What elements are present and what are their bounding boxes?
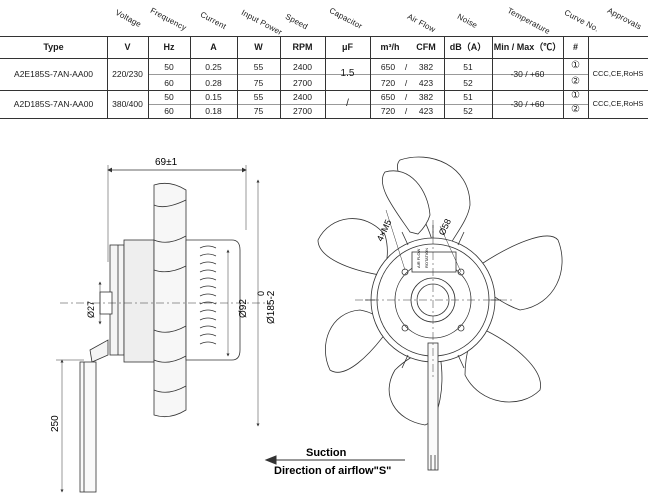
cell-m3h: 720 — [380, 78, 396, 88]
cell-current: 0.18 — [205, 106, 222, 116]
cell-noise: 51 — [463, 62, 473, 72]
col-uf: μF — [341, 42, 353, 52]
row-type: A2D185S-7AN-AA00 — [13, 99, 94, 109]
cell-power: 75 — [253, 78, 264, 88]
label-plate-line2: ROTATION — [424, 248, 429, 268]
cell-cfm: 423 — [418, 78, 434, 88]
col-voltage-unit: V — [124, 42, 131, 52]
cell-curve: ① — [571, 90, 580, 101]
col-db: dB（A） — [449, 42, 487, 52]
col-curve: # — [572, 42, 578, 52]
cell-sep: / — [404, 62, 408, 72]
dim-outer: Ø185-2 — [266, 290, 277, 324]
cell-rpm: 2400 — [293, 62, 312, 72]
dim-outer-zero: 0 — [256, 291, 266, 296]
cell-power: 55 — [253, 62, 264, 72]
cell-m3h: 650 — [380, 92, 396, 102]
cell-rpm: 2700 — [293, 78, 312, 88]
dim-shaft: Ø27 — [86, 301, 96, 318]
col-w: W — [254, 42, 263, 52]
col-type: Type — [43, 42, 64, 52]
row-voltage: 380/400 — [112, 99, 143, 109]
cell-rpm: 2700 — [293, 106, 312, 116]
col-m3h: m³/h — [380, 42, 400, 52]
cell-capacitor: / — [346, 98, 349, 109]
cell-current: 0.25 — [205, 62, 222, 72]
dim-hub: Ø92 — [238, 299, 249, 318]
cell-cfm: 423 — [418, 106, 434, 116]
cell-hz: 60 — [164, 78, 174, 88]
cell-noise: 52 — [463, 78, 473, 88]
cell-noise: 52 — [463, 106, 473, 116]
mount-hole-icon — [457, 268, 465, 276]
cell-noise: 51 — [463, 92, 473, 102]
cell-approvals: CCC,CE,RoHS — [592, 99, 644, 108]
front-view — [317, 156, 563, 471]
cell-rpm: 2400 — [293, 92, 312, 102]
cell-power: 75 — [253, 106, 264, 116]
cell-power: 55 — [253, 92, 264, 102]
cell-approvals: CCC,CE,RoHS — [592, 69, 644, 78]
cell-sep: / — [404, 106, 408, 116]
cell-cfm: 382 — [418, 92, 434, 102]
cell-m3h: 720 — [380, 106, 396, 116]
suction-label: Suction — [306, 447, 347, 459]
side-view — [56, 165, 270, 493]
cell-curve: ② — [571, 104, 580, 115]
cell-m3h: 650 — [380, 62, 396, 72]
col-temperature: Min / Max（℃） — [493, 42, 562, 52]
cell-curve: ② — [571, 76, 580, 87]
col-hz: Hz — [163, 42, 175, 52]
cell-temperature: -30 / +60 — [510, 99, 545, 109]
cell-hz: 60 — [164, 106, 174, 116]
dim-holes: 4×M5 — [375, 218, 394, 243]
col-a: A — [210, 42, 217, 52]
cell-current: 0.15 — [205, 92, 222, 102]
airflow-indicator — [264, 455, 405, 465]
cell-sep: / — [404, 78, 408, 88]
row-voltage: 220/230 — [112, 69, 143, 79]
col-cfm: CFM — [416, 42, 436, 52]
cell-curve: ① — [571, 60, 580, 71]
airflow-direction-label: Direction of airflow"S" — [274, 465, 391, 477]
cell-hz: 50 — [164, 92, 174, 102]
col-rpm: RPM — [292, 42, 313, 52]
cell-current: 0.28 — [205, 78, 222, 88]
cell-capacitor: 1.5 — [340, 68, 355, 79]
cell-hz: 50 — [164, 62, 174, 72]
row-type: A2E185S-7AN-AA00 — [14, 69, 93, 79]
cell-temperature: -30 / +60 — [510, 69, 545, 79]
dim-width: 69±1 — [155, 157, 178, 168]
mount-hole-icon — [457, 324, 465, 332]
dim-cable: 250 — [50, 415, 61, 432]
mount-hole-icon — [401, 268, 409, 276]
cell-sep: / — [404, 92, 408, 102]
cell-cfm: 382 — [418, 62, 434, 72]
mount-hole-icon — [401, 324, 409, 332]
label-plate-line1: AIR FLOW — [416, 248, 421, 268]
